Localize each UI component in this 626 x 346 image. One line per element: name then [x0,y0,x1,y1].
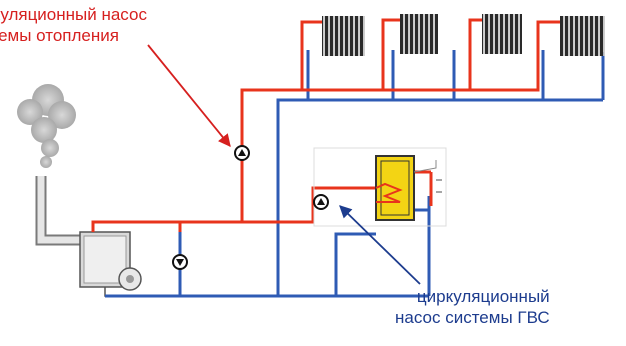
return-pipes [105,50,605,298]
heating-pump-arrow [147,44,231,147]
supply-pipes [91,18,560,232]
dhw-zone-frame [313,147,447,227]
boiler-pump-icon [172,254,188,270]
dhw-pump-label-line2: насос системы ГВС [395,308,550,327]
water-heater-icon [375,155,442,221]
heating-pump-label-line2: системы отопления [0,26,119,45]
chimney-icon [35,176,85,246]
dhw-pump-label-line1: циркуляционный [416,287,550,306]
dhw-pump-label: циркуляционный насос системы ГВС [395,286,550,328]
heating-pump-label: циркуляционный насос системы отопления [0,4,147,46]
radiator-icon [482,14,522,54]
radiator-icon [322,16,365,56]
heating-pump-label-line1: циркуляционный насос [0,5,147,24]
dhw-pump-icon [313,194,329,210]
smoke-icon [17,84,76,168]
radiator-icon [560,16,605,56]
heating-pump-icon [234,145,250,161]
boiler-icon [79,231,142,297]
dhw-pump-arrow [339,205,421,285]
radiator-icon [400,14,438,54]
